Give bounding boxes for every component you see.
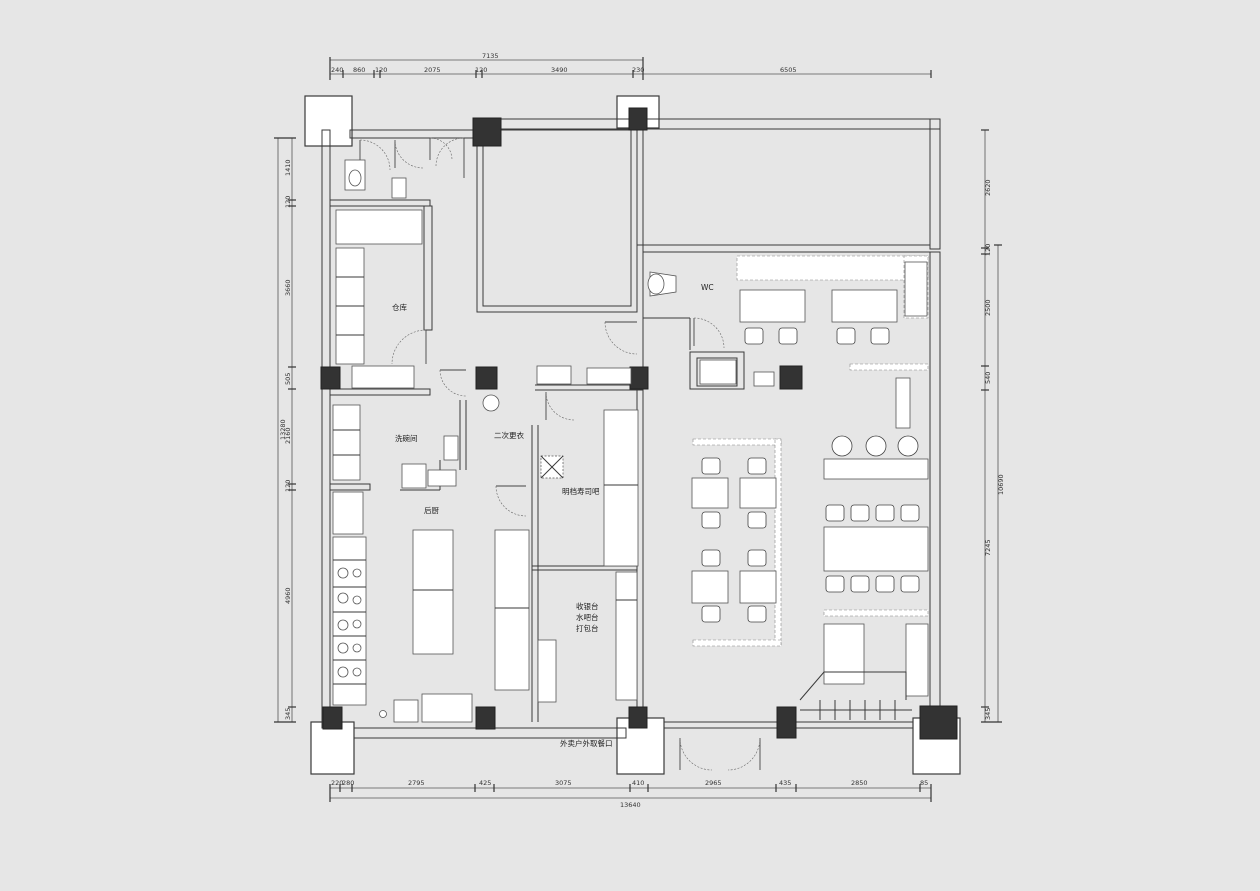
- label-sushi-bar: 明档寿司吧: [562, 486, 600, 496]
- dining-chair: [870, 327, 890, 345]
- dining-chair: [778, 327, 798, 345]
- dim-bottom-1: 220: [331, 779, 343, 787]
- label-packing: 打包台: [576, 623, 599, 633]
- dim-bottom-3: 2795: [408, 779, 425, 787]
- label-entrance: 外卖户外取餐口: [560, 738, 613, 748]
- round-stool: [831, 435, 853, 457]
- label-warehouse: 仓库: [392, 302, 407, 312]
- label-cashier: 收银台: [576, 601, 599, 611]
- dining-chair: [744, 327, 764, 345]
- wc-fixtures: [647, 271, 775, 387]
- dim-bottom-2: 280: [342, 779, 354, 787]
- dining-chair: [850, 575, 870, 593]
- dining-chair: [850, 504, 870, 522]
- warehouse-shelves: [335, 159, 423, 389]
- dimensions-right: 2620 120 2500 540 7245 345 10690: [981, 129, 1005, 723]
- dim-right-3: 2500: [984, 299, 992, 316]
- structural-columns: [320, 107, 958, 740]
- label-kitchen: 后厨: [424, 505, 439, 515]
- dim-top-1: 240: [331, 66, 343, 74]
- dim-bottom-6: 410: [632, 779, 644, 787]
- dim-bottom-4: 425: [479, 779, 491, 787]
- label-wc: WC: [701, 283, 714, 292]
- label-dishwash: 洗碗间: [395, 433, 418, 443]
- dim-right-5: 7245: [984, 539, 992, 556]
- dining-chair: [747, 457, 767, 475]
- dim-bottom-8: 435: [779, 779, 791, 787]
- dining-chair: [836, 327, 856, 345]
- dining-chairs: [701, 327, 920, 623]
- dining-chair: [747, 605, 767, 623]
- dim-top-6: 3490: [551, 66, 568, 74]
- dining-chair: [701, 605, 721, 623]
- dim-top-7: 230: [632, 66, 644, 74]
- dim-bottom-overall: 13640: [620, 801, 641, 809]
- dim-bottom-7: 2965: [705, 779, 722, 787]
- dim-top-4: 2075: [424, 66, 441, 74]
- dim-top-overall: 7135: [482, 52, 499, 60]
- dim-top-3: 120: [375, 66, 387, 74]
- dining-chair: [747, 511, 767, 529]
- dim-right-overall: 10690: [997, 474, 1005, 495]
- dim-bottom-9: 2850: [851, 779, 868, 787]
- dim-top-8: 6505: [780, 66, 797, 74]
- dim-bottom-5: 3075: [555, 779, 572, 787]
- dimensions-left: 13280 1410 120 3660 505 2160 120 4960 34…: [274, 137, 296, 723]
- dining-chair: [747, 549, 767, 567]
- dim-right-6: 345: [984, 708, 992, 720]
- dim-bottom-10: 85: [920, 779, 928, 787]
- dim-left-4: 505: [284, 373, 292, 385]
- doors: [359, 137, 761, 771]
- dim-left-2: 120: [284, 196, 292, 208]
- dim-left-8: 345: [284, 708, 292, 720]
- dim-top-2: 860: [353, 66, 365, 74]
- dim-left-5: 2160: [284, 427, 292, 444]
- sushi-bar-counters: [537, 409, 639, 703]
- round-stool: [897, 435, 919, 457]
- dim-right-2: 120: [984, 244, 992, 256]
- stairs: [799, 671, 912, 720]
- dim-right-4: 540: [984, 372, 992, 384]
- dim-left-overall: 13280: [279, 419, 287, 440]
- kitchen-equipment: [332, 365, 632, 723]
- label-water-bar: 水吧台: [576, 612, 599, 622]
- dining-chair: [701, 457, 721, 475]
- dining-chair: [701, 511, 721, 529]
- dim-left-7: 4960: [284, 587, 292, 604]
- dimensions-top: 7135 240 860 120 2075 120 3490 230 6505: [329, 52, 932, 80]
- dim-left-6: 120: [284, 480, 292, 492]
- dim-right-1: 2620: [984, 179, 992, 196]
- label-change: 二次更衣: [494, 430, 524, 440]
- dining-area: [691, 255, 929, 720]
- dining-chair: [701, 549, 721, 567]
- dining-chair: [825, 504, 845, 522]
- dining-chair: [875, 575, 895, 593]
- room-labels: 仓库 WC 洗碗间 二次更衣 后厨 明档寿司吧 收银台 水吧台 打包台 外卖户外…: [392, 283, 714, 748]
- dim-top-5: 120: [475, 66, 487, 74]
- round-stool: [865, 435, 887, 457]
- dining-chair: [875, 504, 895, 522]
- dim-left-1: 1410: [284, 159, 292, 176]
- dim-left-3: 3660: [284, 279, 292, 296]
- dining-chair: [900, 575, 920, 593]
- dining-chair: [900, 504, 920, 522]
- dimensions-bottom: 220 280 2795 425 3075 410 2965 435 2850 …: [329, 779, 932, 809]
- dining-chair: [825, 575, 845, 593]
